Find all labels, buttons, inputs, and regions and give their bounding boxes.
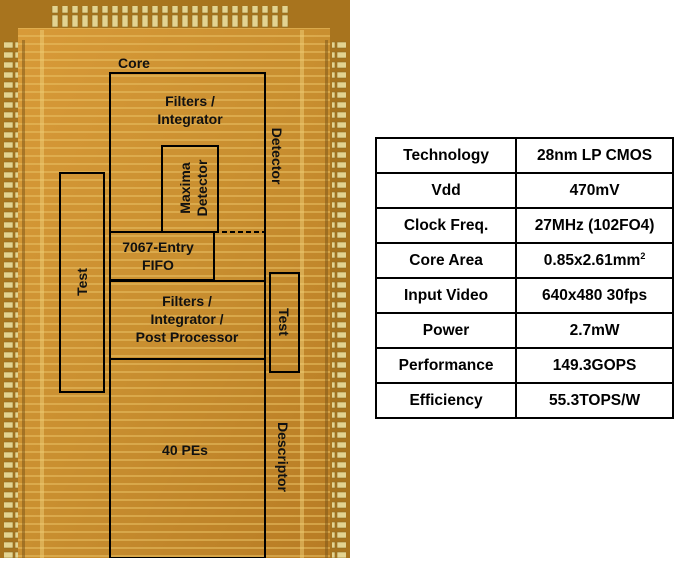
spec-value-text: 149.3GOPS bbox=[552, 356, 637, 374]
spec-value-superscript: 2 bbox=[640, 250, 646, 261]
spec-value: 149.3GOPS bbox=[515, 347, 674, 384]
spec-row: Input Video 640x480 30fps bbox=[374, 277, 674, 314]
spec-value: 470mV bbox=[515, 172, 674, 209]
spec-key: Technology bbox=[374, 137, 518, 174]
spec-value-text: 2.7mW bbox=[569, 321, 620, 339]
spec-value-text: 640x480 30fps bbox=[541, 286, 648, 304]
filters-integrator-bottom-label: Filters / Integrator / Post Processor bbox=[112, 292, 262, 346]
filters-bottom-line1: Filters / bbox=[162, 293, 212, 309]
maxima-label: Maxima bbox=[177, 162, 193, 214]
spec-value-text: 0.85x2.61mm bbox=[543, 252, 641, 270]
spec-value: 2.7mW bbox=[515, 312, 674, 349]
spec-value-text: 55.3TOPS/W bbox=[549, 391, 641, 409]
fifo-label: 7067-Entry FIFO bbox=[108, 238, 208, 274]
test-right-label: Test bbox=[276, 308, 292, 336]
spec-value-text: 27MHz (102FO4) bbox=[534, 216, 655, 234]
fifo-line1: 7067-Entry bbox=[122, 239, 194, 255]
test-right-outline bbox=[269, 272, 300, 373]
spec-row: Clock Freq. 27MHz (102FO4) bbox=[374, 207, 674, 244]
descriptor-label: Descriptor bbox=[275, 421, 291, 493]
spec-table-body: Technology 28nm LP CMOS Vdd 470mV Clock Freq… bbox=[374, 137, 674, 419]
filters-bottom-line2: Integrator / bbox=[150, 311, 224, 327]
maxima-detector-label: Detector bbox=[194, 159, 210, 217]
spec-key: Power bbox=[374, 312, 518, 349]
test-left-outline bbox=[59, 172, 105, 393]
spec-key: Performance bbox=[374, 347, 518, 384]
core-label: Core bbox=[118, 55, 150, 71]
spec-row: Power 2.7mW bbox=[374, 312, 674, 349]
spec-value: 28nm LP CMOS bbox=[515, 137, 674, 174]
spec-row: Technology 28nm LP CMOS bbox=[374, 137, 674, 174]
detector-label: Detector bbox=[269, 127, 285, 185]
filters-bottom-line3: Post Processor bbox=[135, 329, 239, 345]
spec-key: Efficiency bbox=[374, 382, 518, 419]
spec-key: Clock Freq. bbox=[374, 207, 518, 244]
spec-key: Input Video bbox=[374, 277, 518, 314]
die-graphic bbox=[0, 0, 350, 559]
spec-value: 27MHz (102FO4) bbox=[515, 207, 674, 244]
chip-die-photo: Core Filters / Integrator Maxima Detecto… bbox=[0, 0, 350, 559]
spec-value-text: 470mV bbox=[569, 181, 620, 199]
spec-table: Technology 28nm LP CMOS Vdd 470mV Clock Freq… bbox=[374, 137, 674, 419]
spec-value: 0.85x2.61mm2 bbox=[515, 242, 674, 279]
filters-top-line1: Filters / bbox=[165, 93, 215, 109]
spec-row: Vdd 470mV bbox=[374, 172, 674, 209]
spec-value: 55.3TOPS/W bbox=[515, 382, 674, 419]
spec-value: 640x480 30fps bbox=[515, 277, 674, 314]
filters-integrator-top-label: Filters / Integrator bbox=[125, 92, 255, 128]
spec-key: Core Area bbox=[374, 242, 518, 279]
pes-label: 40 PEs bbox=[162, 442, 208, 458]
spec-key: Vdd bbox=[374, 172, 518, 209]
fifo-line2: FIFO bbox=[142, 257, 174, 273]
test-left-label: Test bbox=[74, 268, 90, 296]
spec-row: Performance 149.3GOPS bbox=[374, 347, 674, 384]
spec-value-text: 28nm LP CMOS bbox=[536, 146, 653, 164]
spec-row: Efficiency 55.3TOPS/W bbox=[374, 382, 674, 419]
filters-top-line2: Integrator bbox=[157, 111, 223, 127]
